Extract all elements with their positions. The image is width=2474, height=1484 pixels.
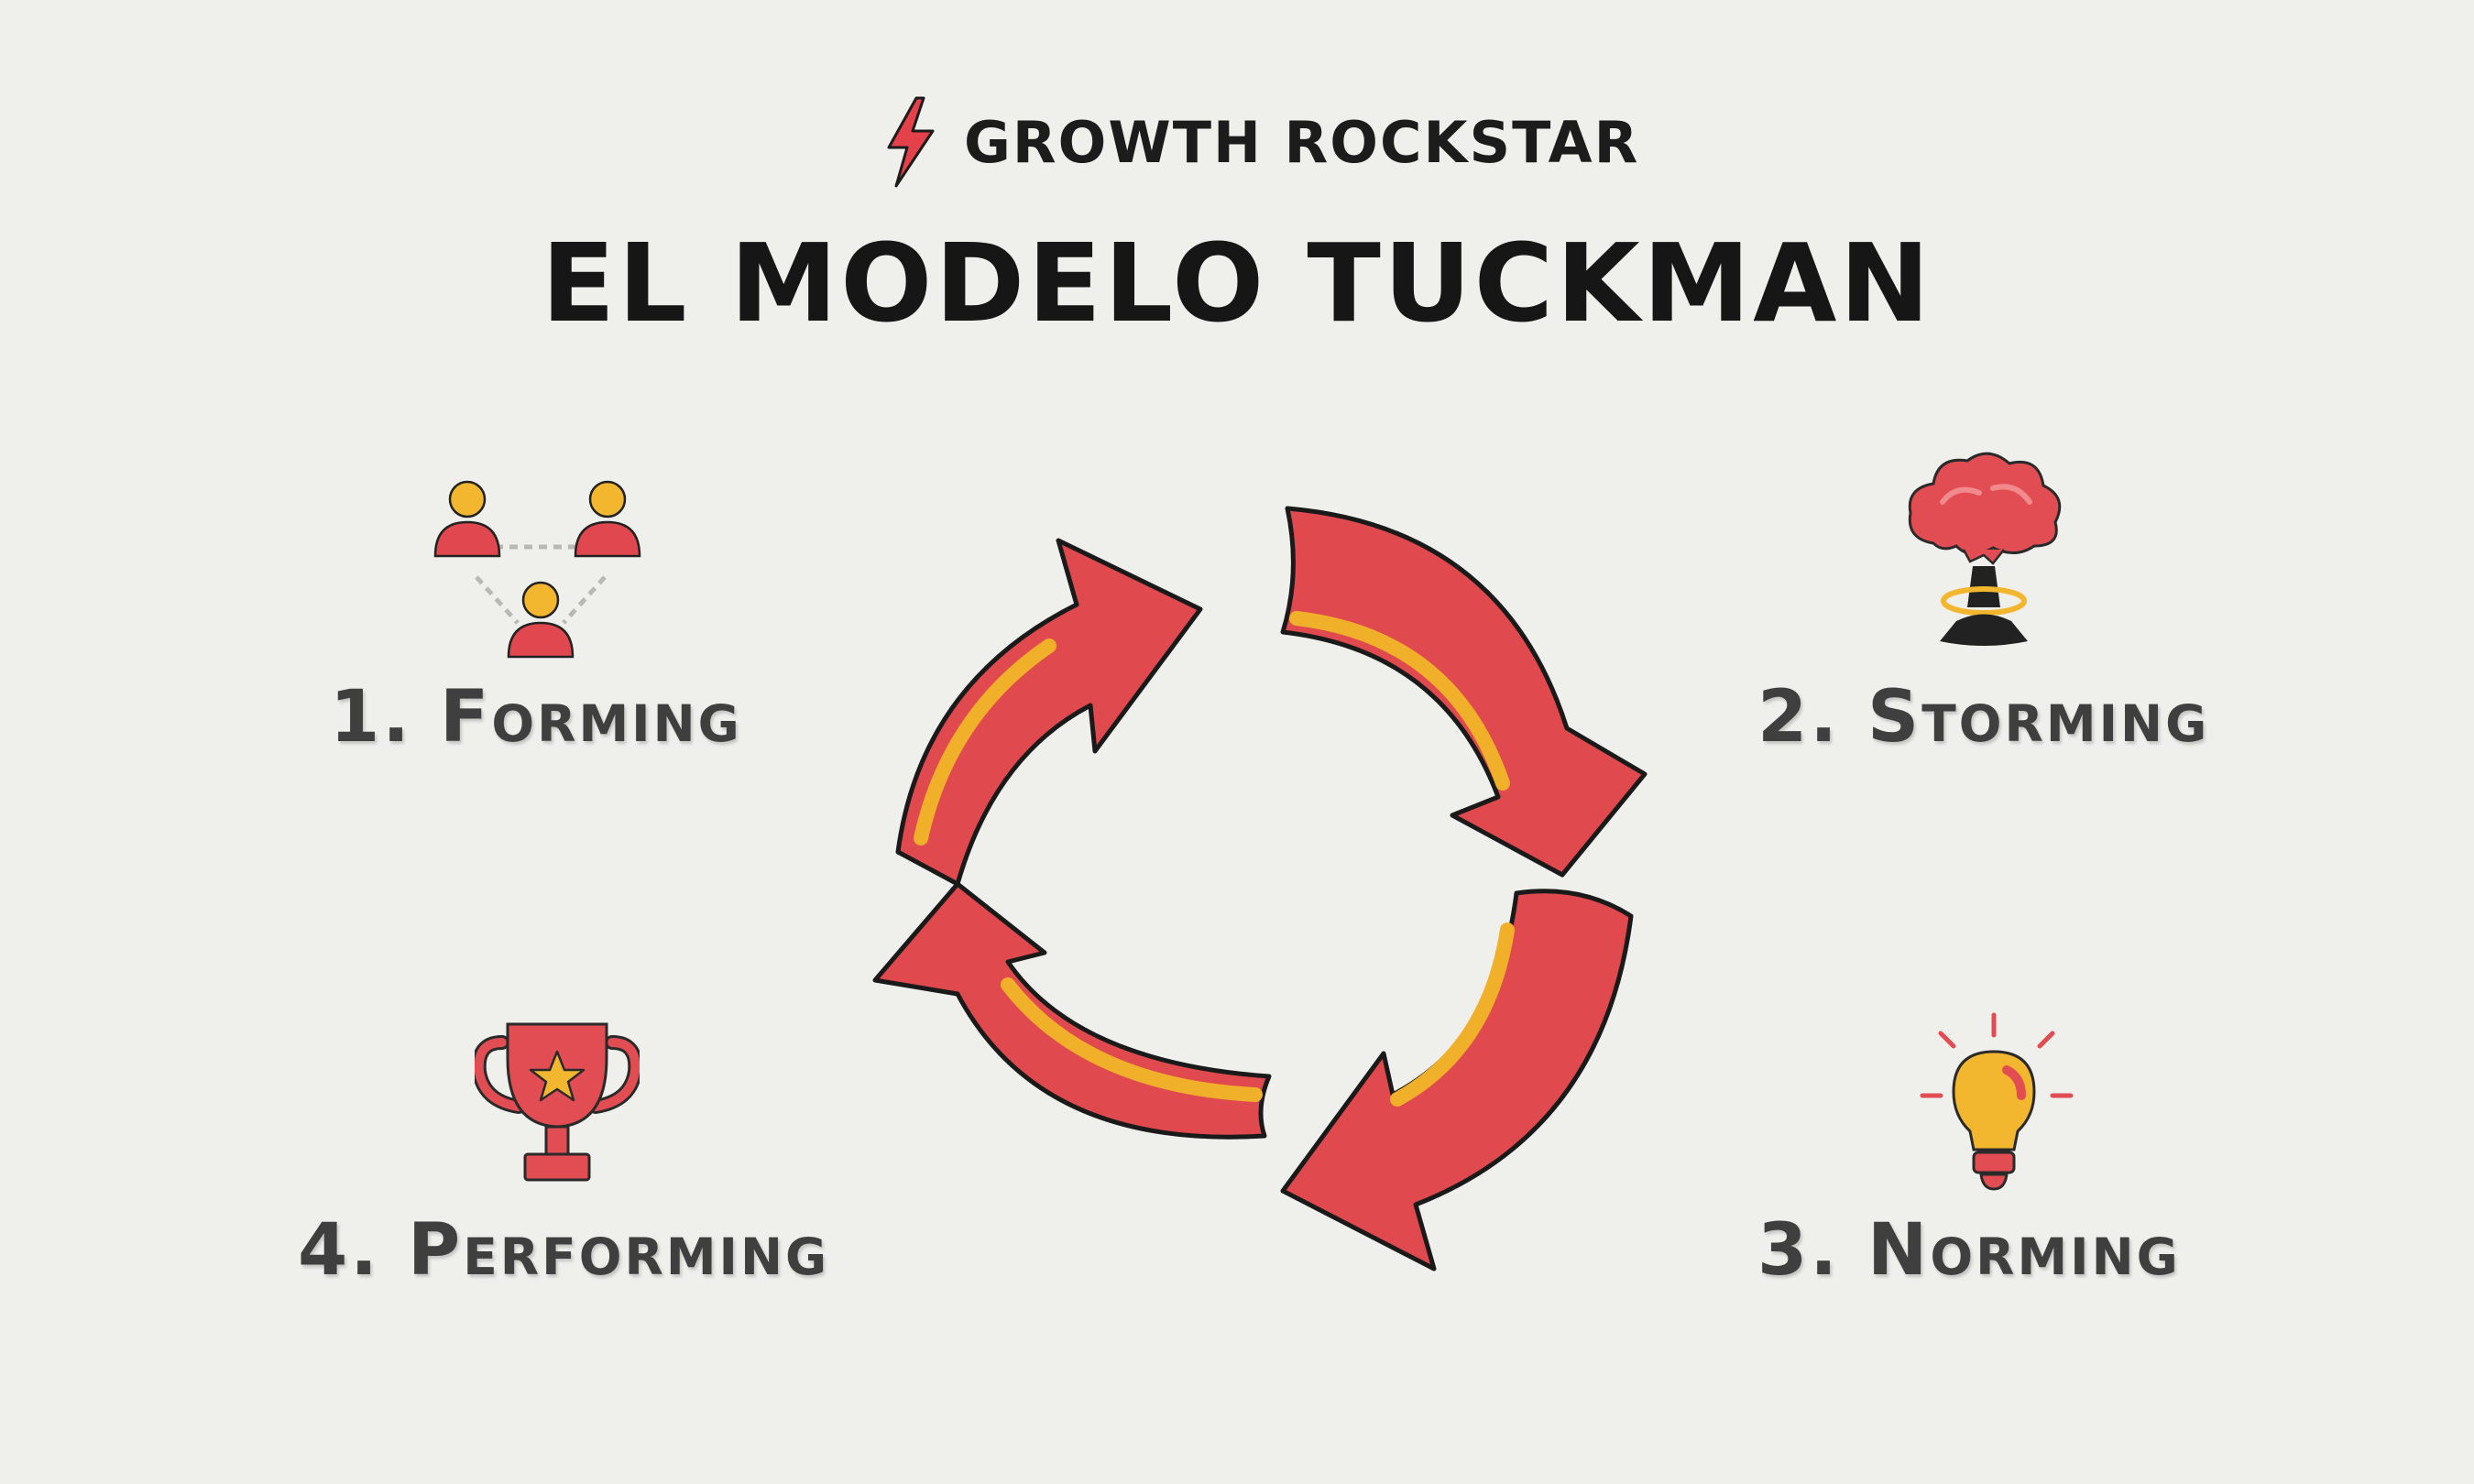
arrow-norming-to-performing xyxy=(1280,889,1634,1271)
brand-name: GROWTH ROCKSTAR xyxy=(964,108,1640,176)
lightbulb-icon xyxy=(1920,1012,2074,1191)
cycle-arrows xyxy=(872,506,1648,1271)
arrow-storming-to-norming xyxy=(1280,506,1648,878)
arrow-forming-to-storming xyxy=(895,538,1203,887)
stage-label-storming: 2. Storming xyxy=(1757,676,2210,758)
lightning-bolt-icon xyxy=(887,96,935,188)
stage-label-performing: 4. Performing xyxy=(298,1209,830,1292)
trophy-icon xyxy=(475,1022,640,1182)
stage-label-norming: 3. Norming xyxy=(1757,1209,2181,1292)
team-people-icon xyxy=(433,480,641,659)
arrow-performing-to-forming xyxy=(872,881,1272,1140)
page-title: EL MODELO TUCKMAN xyxy=(541,220,1933,346)
explosion-icon xyxy=(1908,452,2062,646)
stage-label-forming: 1. Forming xyxy=(330,676,742,758)
brand-header: GROWTH ROCKSTAR xyxy=(880,92,1639,192)
